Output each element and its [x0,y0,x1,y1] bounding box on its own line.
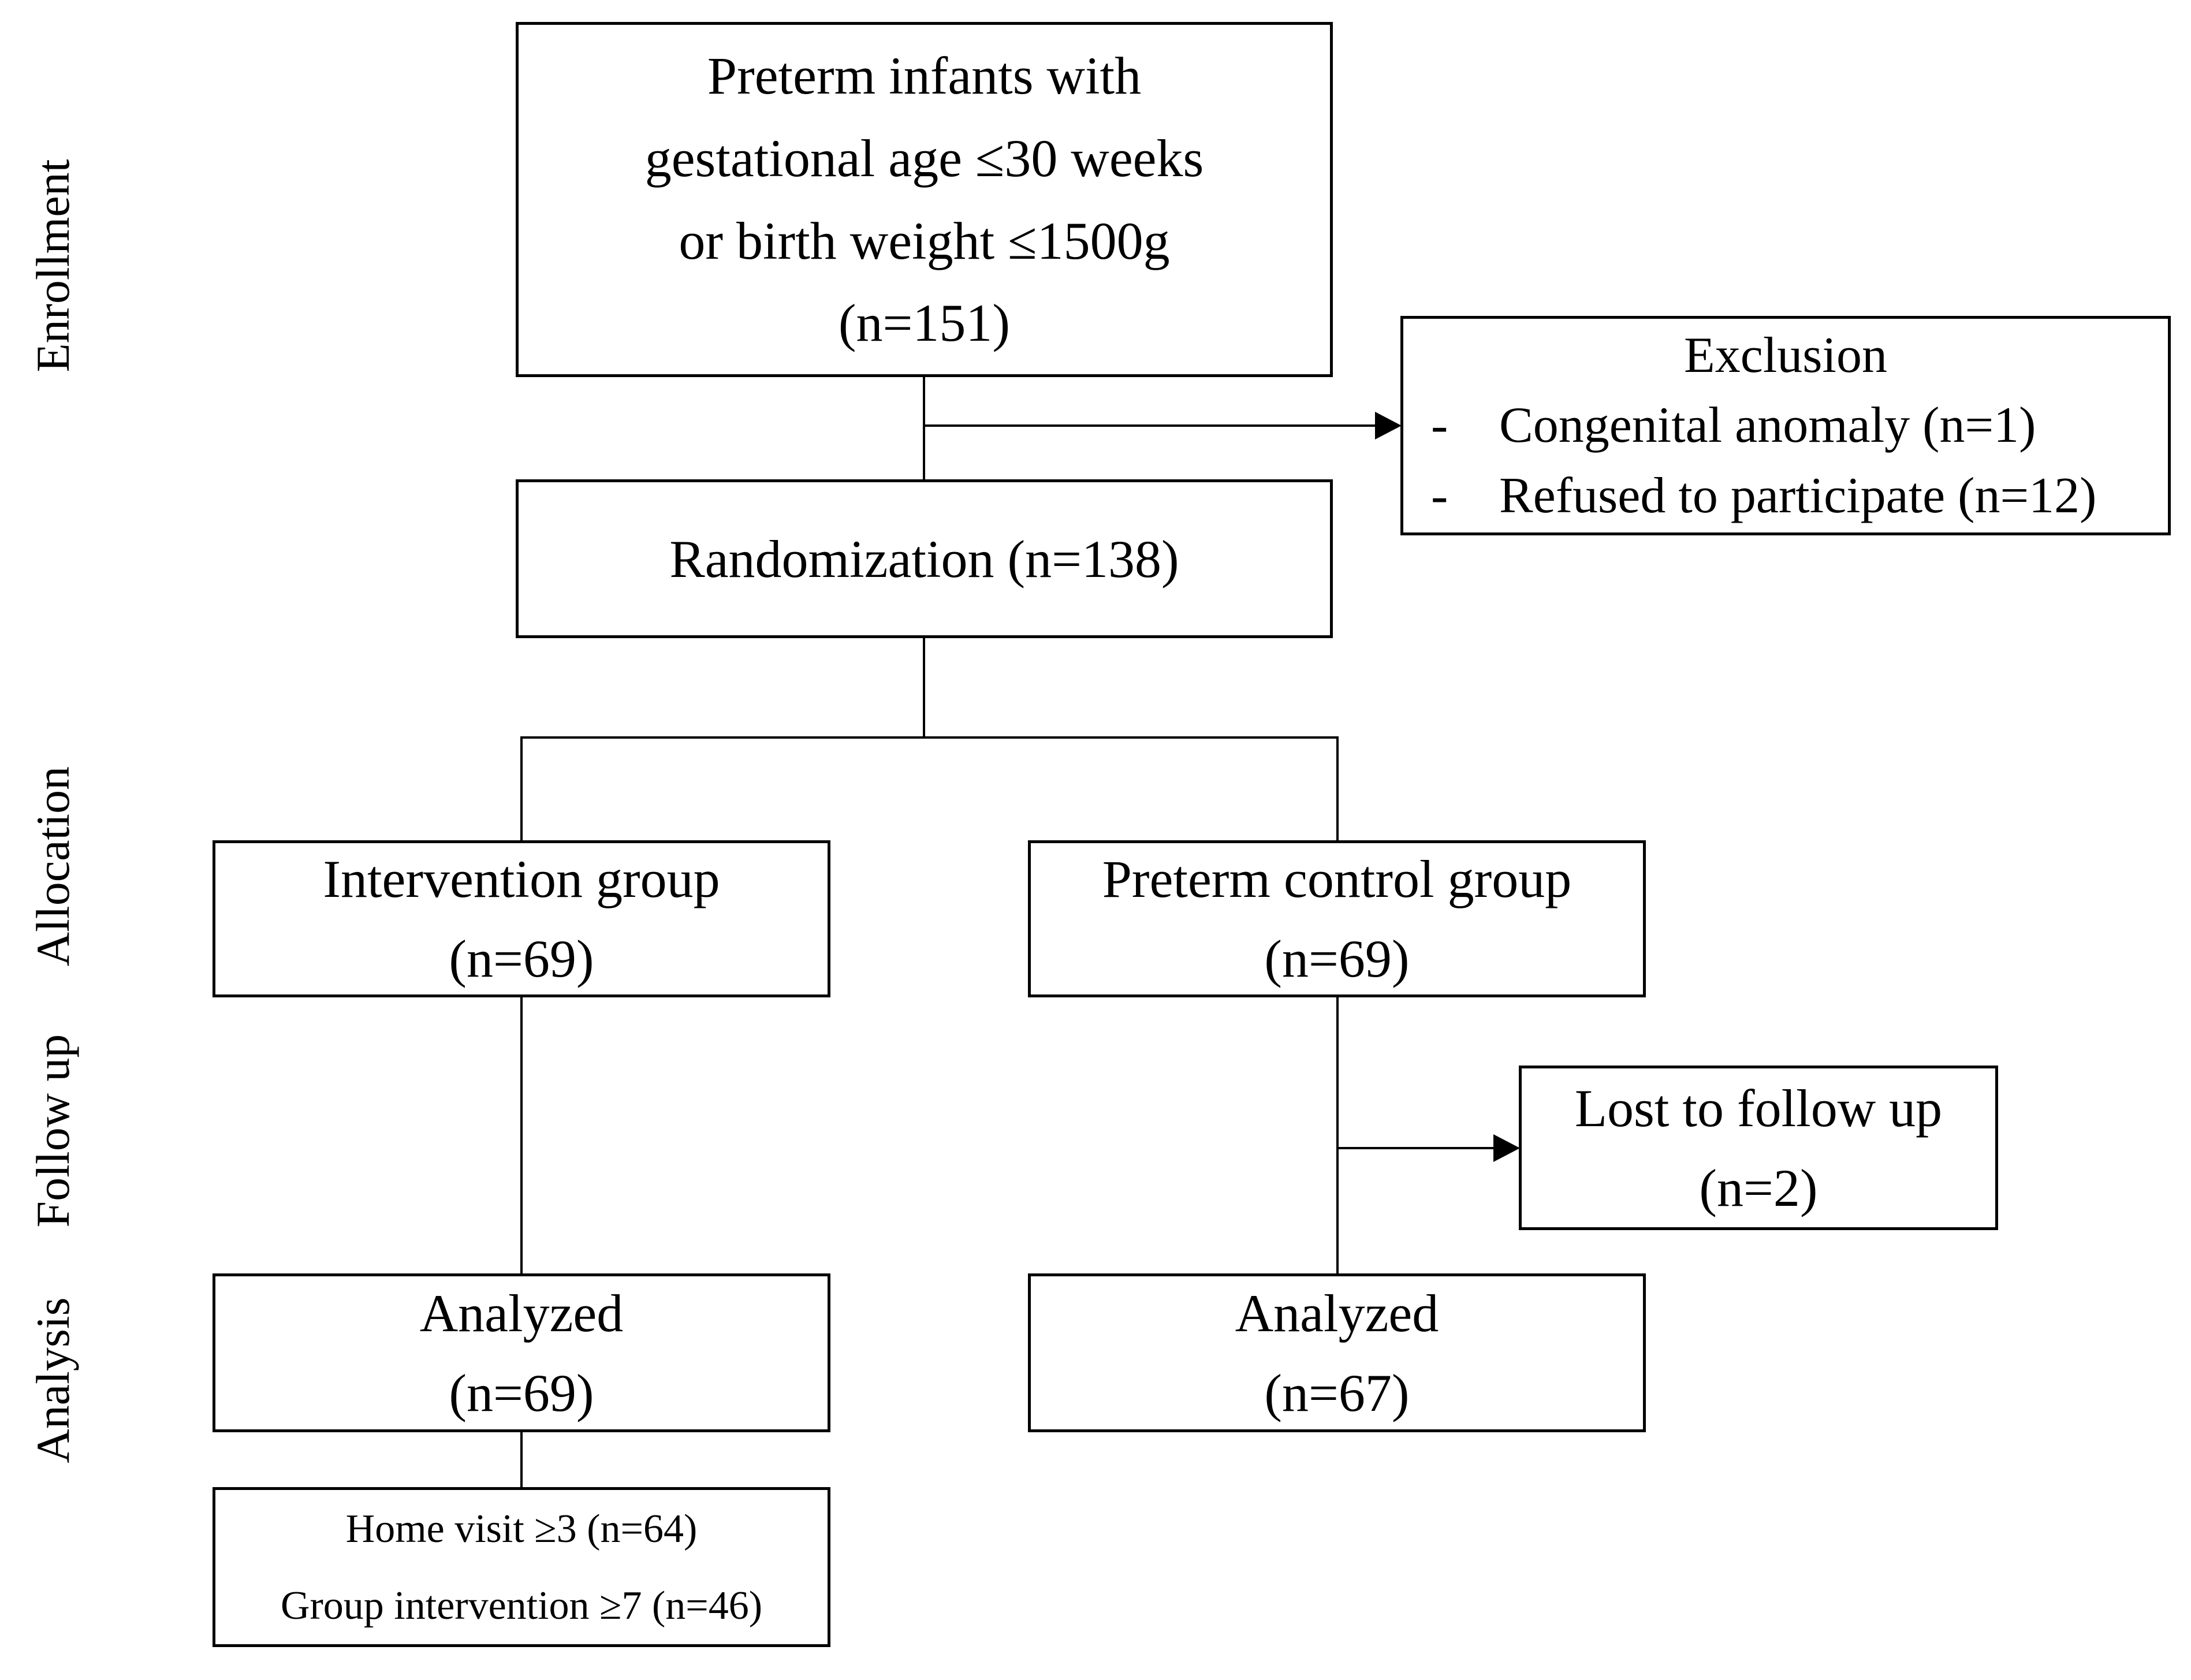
stage-label-analysis: Analysis [27,1297,79,1463]
node-text: Lost to follow up [1574,1078,1943,1138]
node-eligible-infants: Preterm infants with gestational age ≤30… [516,22,1333,377]
node-lost-to-follow-up: Lost to follow up (n=2) [1519,1066,1998,1230]
node-text: (n=69) [1264,929,1410,988]
connector-to-lost [1337,1147,1495,1149]
node-text: Preterm infants with [707,46,1142,106]
node-text: (n=2) [1699,1158,1818,1217]
node-control-group: Preterm control group (n=69) [1028,840,1646,997]
node-text: Analyzed [1235,1283,1439,1343]
node-text: (n=69) [449,1363,594,1422]
connector-randomization-down [923,638,925,738]
connector-eligible-to-randomization [923,377,925,480]
node-intervention-group: Intervention group (n=69) [213,840,830,997]
node-text: Group intervention ≥7 (n=46) [280,1583,763,1628]
bullet-dash: - [1431,397,1448,454]
exclusion-item: - Refused to participate (n=12) [1403,461,2168,531]
node-exclusion: Exclusion - Congenital anomaly (n=1) - R… [1400,316,2171,535]
node-adherence: Home visit ≥3 (n=64) Group intervention … [213,1487,830,1647]
node-text: (n=69) [449,929,594,988]
node-text: Analyzed [419,1283,624,1343]
node-text: Home visit ≥3 (n=64) [345,1506,698,1551]
node-text: or birth weight ≤1500g [679,211,1170,270]
exclusion-item-text: Congenital anomaly (n=1) [1499,397,2036,454]
node-text: Preterm control group [1102,850,1572,908]
node-text: Randomization (n=138) [669,529,1179,588]
arrowhead-exclusion-icon [1375,412,1402,439]
node-text: (n=67) [1264,1363,1410,1422]
bullet-dash: - [1431,467,1448,524]
connector-split-horizontal [520,736,1339,739]
connector-split-to-intervention [520,736,523,841]
node-text: gestational age ≤30 weeks [644,128,1204,188]
node-analyzed-control: Analyzed (n=67) [1028,1273,1646,1432]
connector-intervention-to-analyzed [520,997,523,1275]
connector-analyzed-to-adherence [520,1432,523,1488]
connector-control-to-analyzed [1336,997,1339,1275]
node-text: Intervention group [323,850,720,908]
node-randomization: Randomization (n=138) [516,479,1333,638]
connector-to-exclusion [924,424,1376,427]
exclusion-item-text: Refused to participate (n=12) [1499,467,2097,524]
connector-split-to-control [1336,736,1339,841]
node-text: (n=151) [838,293,1011,353]
exclusion-title: Exclusion [1684,327,1887,383]
exclusion-item: - Congenital anomaly (n=1) [1403,390,2168,460]
arrowhead-lost-icon [1493,1134,1520,1162]
stage-label-enrollment: Enrollment [27,159,79,372]
node-analyzed-intervention: Analyzed (n=69) [213,1273,830,1432]
